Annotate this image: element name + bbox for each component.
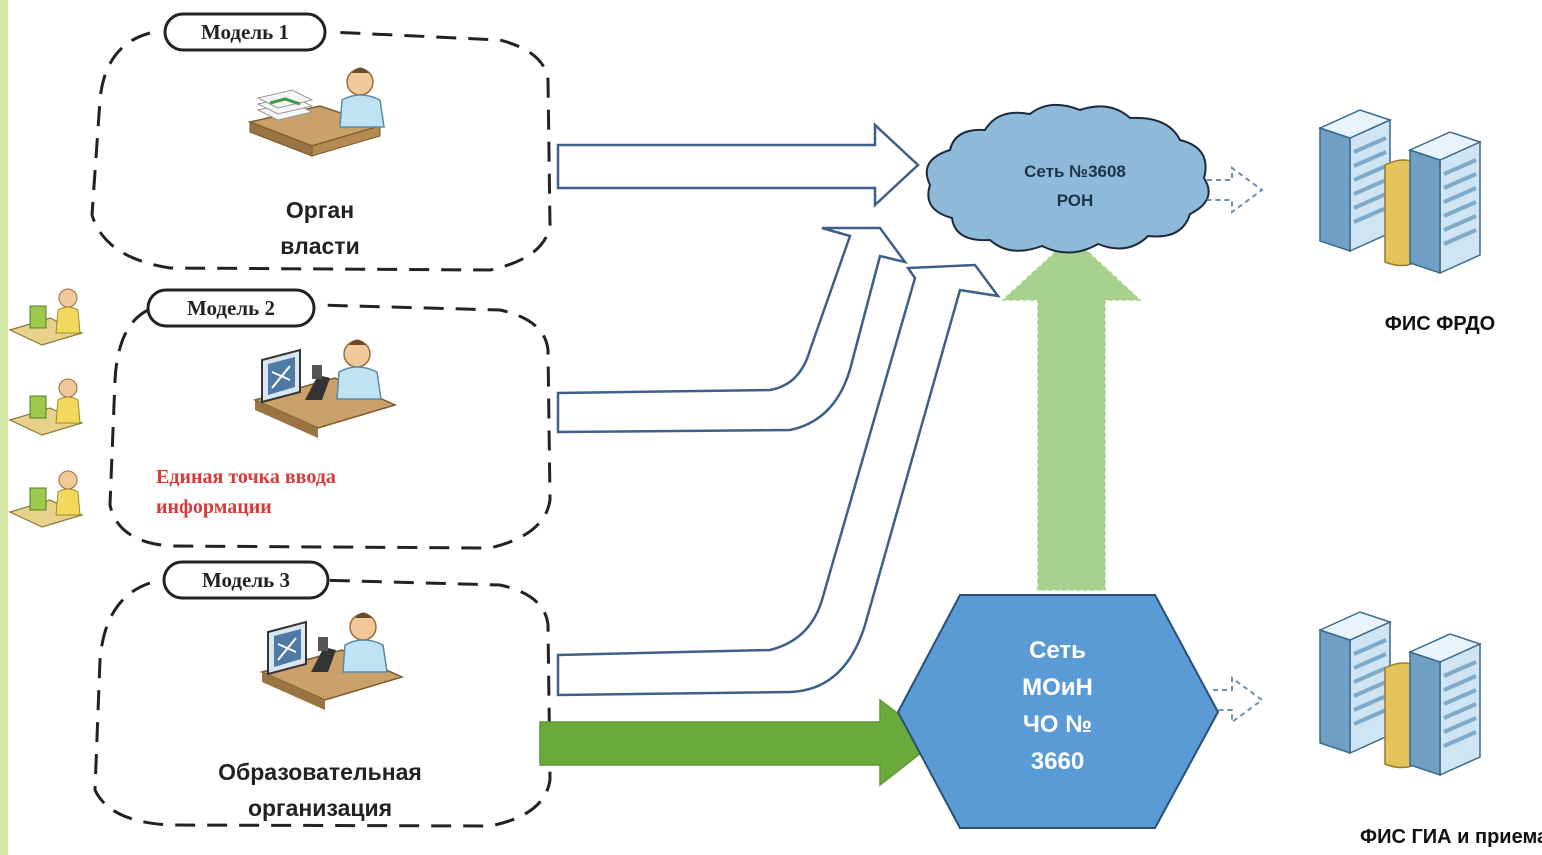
- model-3-label: Образовательная организация: [218, 759, 422, 821]
- cloud-network-label: Сеть №3608 РОН: [1024, 162, 1126, 210]
- desktop-user-icon: [8, 288, 84, 346]
- model-3-green-arrow: [539, 698, 937, 787]
- hexagon-network-node: [896, 594, 1220, 829]
- model-1-title: Модель 1: [200, 20, 290, 44]
- cloud-network-node: [925, 103, 1210, 254]
- server-pair-icon: [1318, 108, 1482, 275]
- model-2-arrow: [556, 226, 909, 434]
- fis-gia-label: ФИС ГИА и приема: [1360, 826, 1542, 848]
- model-1-label: Орган власти: [280, 197, 360, 259]
- hexagon-network-label: Сеть МОиН ЧО № 3660: [1022, 637, 1093, 775]
- server-pair-icon: [1318, 610, 1482, 777]
- fis-frdo-label: ФИС ФРДО: [1384, 313, 1496, 335]
- fis-frdo-link-arrow: [1207, 166, 1264, 214]
- desktop-user-icon: [8, 470, 84, 528]
- lab-worker-icon: [259, 611, 405, 710]
- model-1-arrow: [556, 122, 920, 208]
- lab-worker-icon: [252, 338, 398, 438]
- model-2-title-pill: [146, 288, 316, 328]
- clerk-at-desk-icon: [247, 66, 385, 157]
- model-1-title-pill: [163, 12, 327, 52]
- model-2-label: Единая точка ввода информации: [156, 466, 336, 518]
- left-accent-strip: [0, 0, 8, 855]
- model-2-title: Модель 2: [186, 296, 276, 320]
- model-3-title: Модель 3: [201, 568, 291, 592]
- network-link-arrow: [1001, 235, 1142, 591]
- desktop-user-icon: [8, 378, 84, 436]
- model-3-arrow: [556, 263, 1001, 697]
- model-1-container: [90, 30, 552, 272]
- model-3-title-pill: [162, 560, 330, 600]
- fis-gia-link-arrow: [1213, 676, 1264, 724]
